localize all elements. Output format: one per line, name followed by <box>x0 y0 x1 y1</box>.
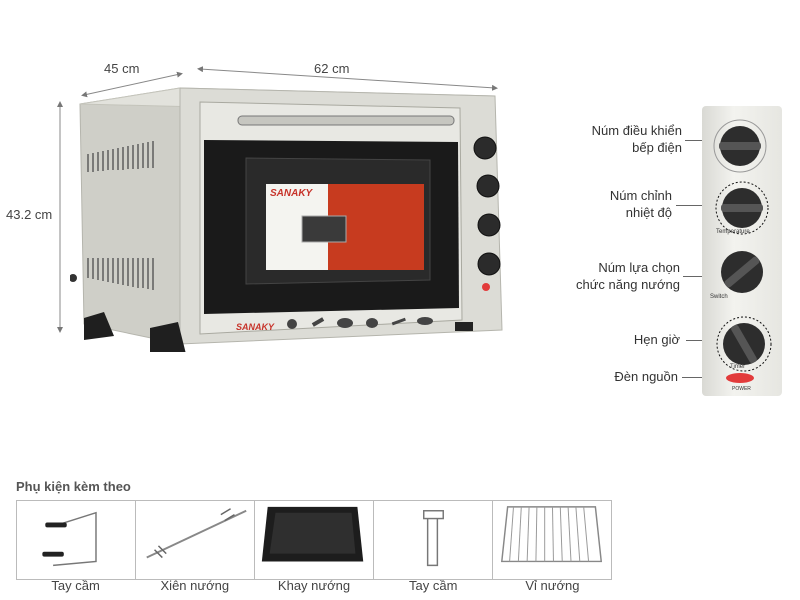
skewer-icon <box>146 508 247 559</box>
power-light-icon <box>726 373 754 383</box>
function-knob <box>721 251 763 293</box>
accessory-caption: Khay nướng <box>277 578 351 593</box>
handle-icon <box>42 511 97 567</box>
temperature-text: Temperature <box>716 229 750 235</box>
power-light-label: Đèn nguồn <box>614 369 678 384</box>
control-panel: Temperature Switch Timer POWER <box>702 106 782 396</box>
timer-knob <box>716 316 772 372</box>
accessory-wire-rack <box>493 501 611 579</box>
accessory-handle <box>17 501 136 579</box>
accessory-caption: Vỉ nướng <box>525 578 580 593</box>
accessory-skewer <box>136 501 255 579</box>
baking-tray-icon <box>261 506 364 562</box>
switch-text: Switch <box>710 294 728 300</box>
accessory-caption: Tay cầm <box>409 578 458 593</box>
timer-label: Hẹn giờ <box>633 332 680 347</box>
tray-handle-icon <box>423 510 444 567</box>
accessory-caption: Xiên nướng <box>160 578 230 593</box>
wire-rack-icon <box>500 506 603 563</box>
depth-dimension-label: 45 cm <box>104 61 140 76</box>
oven-illustration: SANAKY SANAKY <box>69 82 505 366</box>
accessories-table <box>16 500 612 580</box>
brand-logo: SANAKY <box>270 188 313 199</box>
timer-text: Timer <box>730 364 746 370</box>
width-dimension-label: 62 cm <box>314 61 350 76</box>
power-text: POWER <box>732 386 751 392</box>
height-dimension-label: 43.2 cm <box>6 207 53 222</box>
temperature-knob <box>715 181 769 235</box>
accessory-caption: Tay cầm <box>51 578 100 593</box>
accessory-captions: Tay cầm Xiên nướng Khay nướng Tay cầm Vỉ… <box>16 578 612 593</box>
hob-knob <box>713 119 767 173</box>
accessory-baking-tray <box>255 501 374 579</box>
accessories-title: Phụ kiện kèm theo <box>16 479 131 494</box>
accessory-tray-handle <box>374 501 493 579</box>
brand-logo-door: SANAKY <box>236 322 275 332</box>
